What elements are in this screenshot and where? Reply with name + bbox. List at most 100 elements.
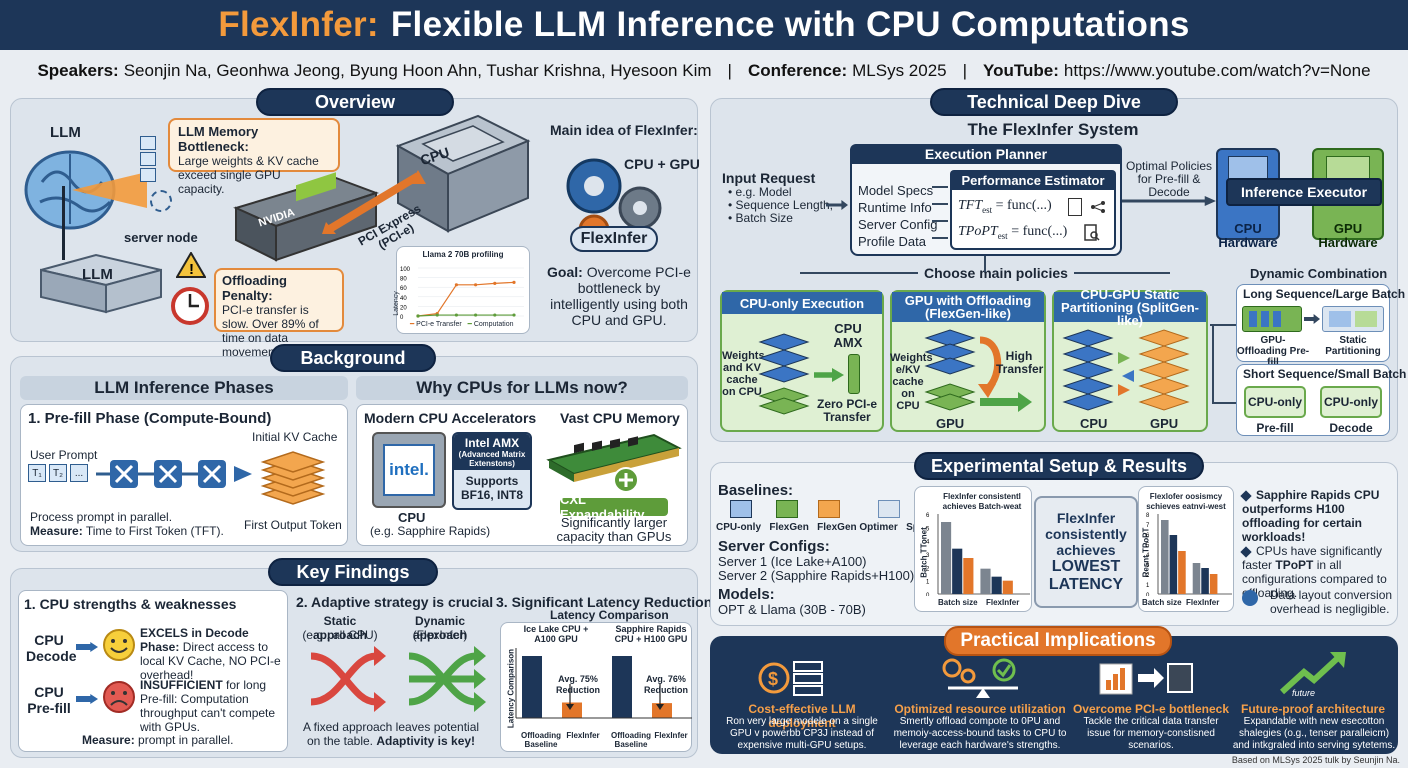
- tpopt-func: = func(...): [1011, 224, 1068, 239]
- planner-title: Execution Planner: [850, 144, 1122, 164]
- exp-ytick: 6: [1146, 533, 1150, 539]
- measure-label: Measure:: [30, 524, 83, 538]
- excels-text: EXCELS in Decode Phase: Direct access to…: [140, 626, 286, 682]
- separator: |: [962, 61, 968, 80]
- future-label: future: [1292, 688, 1316, 698]
- cost-server-icon: $: [758, 661, 823, 696]
- exp-ytick: 3: [1146, 563, 1150, 569]
- spec-item: Server Config: [858, 217, 938, 232]
- practical-header: Practical Implications: [944, 626, 1172, 656]
- youtube-link[interactable]: https://www.youtube.com/watch?v=None: [1063, 61, 1371, 80]
- connector: [984, 256, 986, 272]
- exp-bar: [963, 558, 974, 594]
- profiling-point: [416, 314, 420, 318]
- penalty-text: PCI-e transfer is slow. Over 89% of time…: [222, 303, 319, 359]
- server-node-label: server node: [124, 230, 198, 245]
- baseline-label: CPU-only: [716, 522, 761, 533]
- exp-ytick: 8: [1146, 513, 1150, 519]
- latency-note-arrowhead: [656, 704, 664, 710]
- exp-bar: [991, 576, 1002, 594]
- profiling-ytick: 100: [400, 267, 411, 273]
- exp-ytick: 3: [926, 553, 930, 559]
- goal-body: Overcome PCI-e bottleneck by intelligent…: [550, 264, 691, 328]
- graph-icon: [1090, 200, 1106, 214]
- exp-ytick: 1: [926, 580, 930, 586]
- p2-gpu: GPU: [936, 416, 965, 431]
- document-icon: [1068, 198, 1082, 216]
- initial-kv-label: Initial KV Cache: [252, 430, 338, 444]
- profiling-title: Llama 2 70B profiling: [422, 250, 504, 259]
- legend-computation: Computation: [473, 321, 514, 328]
- cpu-prefill-label: CPU Pre-fill: [27, 684, 71, 716]
- background-header: Background: [270, 344, 436, 372]
- impl-1-text: Ron very large modele on a single GPU v …: [726, 716, 878, 751]
- impl-4-title: Future-proof architecture: [1240, 702, 1385, 716]
- p1-zero: Zero PCI-e Transfer: [816, 397, 877, 424]
- bottleneck-callout: LLM Memory Bottleneck: Large weights & K…: [168, 118, 340, 196]
- bullet-icon: [1240, 490, 1252, 502]
- token: T₁: [28, 464, 46, 482]
- impl-4-text: Expandable with new esecotton shalegies …: [1232, 716, 1396, 751]
- clock-icon: [171, 287, 209, 325]
- claim-line: LATENCY: [1048, 576, 1124, 593]
- p2-weights: Weights e/KV cache on CPU: [890, 352, 933, 412]
- claim-line: consistently: [1045, 526, 1127, 542]
- exp-bar: [952, 548, 963, 594]
- measure-text: Time to First Token (TFT).: [85, 524, 224, 538]
- footer-credit: Based on MLSys 2025 tulk by Seunjin Na.: [1231, 755, 1400, 765]
- amx-supports: Supports BF16, INT8: [460, 474, 523, 502]
- exp-ytick: 7: [1146, 523, 1150, 529]
- happy-face-icon: [103, 629, 135, 661]
- c2-xb: FlexInfer: [1186, 598, 1220, 607]
- overview-header: Overview: [256, 88, 454, 116]
- latency-bar: [652, 703, 672, 718]
- f2-text-b: Adaptivity is key!: [376, 734, 476, 748]
- cpu-hw-label: CPU Hardware: [1218, 221, 1278, 250]
- bottleneck-text: Large weights & KV cache exceed single G…: [178, 154, 319, 196]
- p3-stack-icon: [1062, 329, 1190, 411]
- point-1-text: Sapphire Rapids CPU outperforms H100 off…: [1242, 488, 1380, 544]
- policy-1-title: CPU-only Execution: [722, 292, 882, 314]
- sad-face-icon: [103, 681, 135, 713]
- arrow-icon: [1122, 196, 1216, 206]
- g1-note: Avg. 75% Reduction: [556, 674, 600, 695]
- pcie-arrow-icon: [322, 170, 426, 234]
- latency-title: Latency Comparison: [550, 608, 669, 622]
- static-arrows-icon: [310, 646, 386, 712]
- p2-high: High Transfer: [996, 349, 1044, 376]
- tft-symbol: TFT: [958, 198, 983, 213]
- bottleneck-title: LLM Memory Bottleneck:: [178, 124, 259, 154]
- finding-1-box: [18, 590, 288, 752]
- profiling-ytick: 80: [400, 277, 407, 283]
- profiling-point: [474, 313, 478, 317]
- accel-title: Modern CPU Accelerators: [364, 410, 537, 426]
- impl-3-title: Overcome PCI-e bottleneck: [1072, 702, 1230, 716]
- choose-label: Choose main policies: [918, 265, 1074, 281]
- spec-list: Model Specs Runtime Info Server Config P…: [858, 182, 937, 250]
- first-token-label: First Output Token: [244, 518, 342, 532]
- exp-bar: [980, 568, 991, 594]
- profiling-series-line: [417, 314, 514, 317]
- server-1: Server 1 (Ice Lake+A100): [718, 554, 867, 569]
- connector: [1212, 324, 1214, 404]
- connector: [932, 220, 948, 222]
- exp-bar: [1201, 568, 1209, 594]
- exp-bar: [1209, 574, 1218, 594]
- exp-bar: [1178, 551, 1186, 594]
- bottleneck-icon: [1099, 663, 1193, 695]
- static-sub: (e.g., all CPU): [302, 628, 378, 642]
- dynamic-comb-label: Dynamic Combination: [1250, 266, 1388, 281]
- connector: [932, 203, 948, 205]
- short-a-block: CPU-only: [1244, 386, 1306, 418]
- amx-sub: (Advanced Matrix Extenstons): [458, 450, 526, 468]
- cpu-label: CPU: [398, 510, 426, 525]
- models-title: Models:: [718, 586, 775, 603]
- balance-icon: [942, 658, 1018, 698]
- flexgen-icon: [776, 500, 798, 518]
- flexinfer-badge: FlexInfer: [570, 226, 658, 252]
- short-title: Short Sequence/Small Batch: [1243, 367, 1407, 381]
- exp-bar: [1169, 535, 1178, 594]
- policy-3-title: CPU-GPU Static Partitioning (SplitGen-li…: [1054, 288, 1206, 327]
